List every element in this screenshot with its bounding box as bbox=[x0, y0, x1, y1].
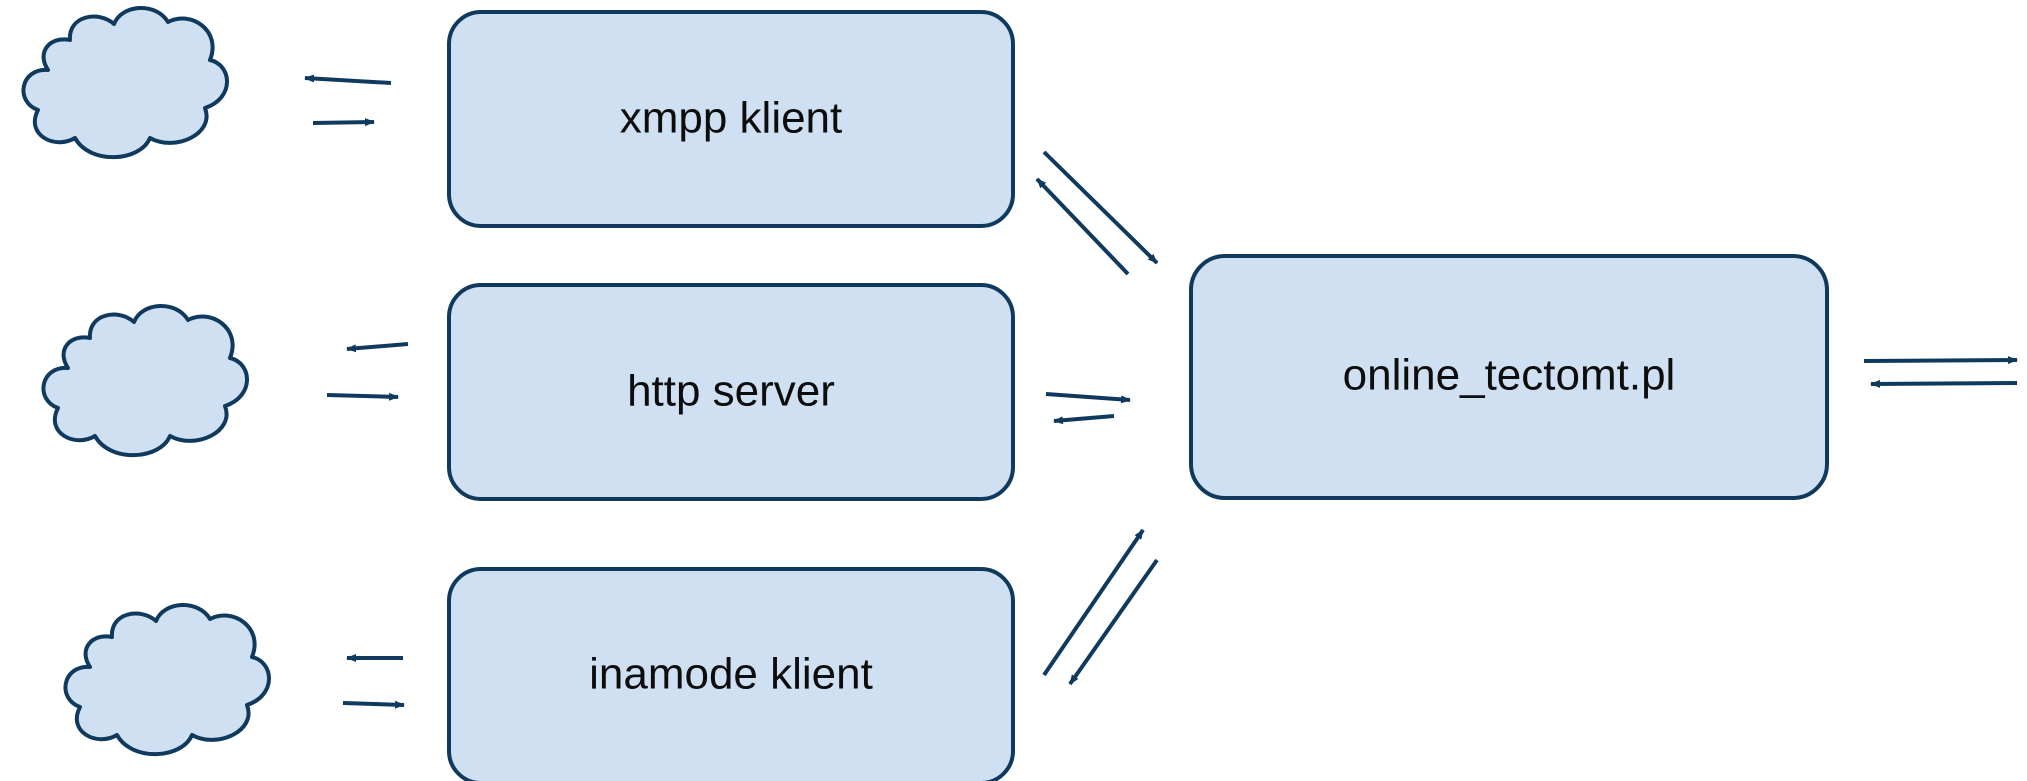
arrow-right-icon bbox=[326, 392, 399, 401]
http-server-label: http server bbox=[627, 367, 835, 416]
online-tectomt-label: online_tectomt.pl bbox=[1343, 351, 1676, 400]
cloud-icon bbox=[21, 6, 229, 160]
cloud-icon bbox=[63, 603, 271, 757]
cloud-http-shape bbox=[41, 304, 249, 458]
http-server-box: http server bbox=[447, 283, 1015, 501]
online-tectomt-rect bbox=[1189, 254, 1829, 500]
cloud-xmpp-shape bbox=[21, 6, 229, 160]
xmpp-klient-rect bbox=[447, 10, 1015, 228]
inamode-klient-box: inamode klient bbox=[447, 567, 1015, 781]
arrow-up-right-icon bbox=[1042, 528, 1145, 677]
arrow-up-left-icon bbox=[1035, 177, 1130, 276]
xmpp-klient-label: xmpp klient bbox=[620, 94, 843, 143]
arrow-right-icon bbox=[1863, 356, 2018, 365]
inamode-klient-label: inamode klient bbox=[589, 650, 873, 699]
http-server-rect bbox=[447, 283, 1015, 501]
arrow-left-icon bbox=[1053, 414, 1115, 425]
arrow-left-icon bbox=[304, 74, 392, 85]
arrow-right-icon bbox=[1045, 392, 1131, 404]
cloud-icon bbox=[41, 304, 249, 458]
arrow-down-left-icon bbox=[1068, 558, 1159, 686]
arrow-left-icon bbox=[1870, 379, 2018, 388]
arrow-right-icon bbox=[342, 700, 405, 709]
arrow-right-icon bbox=[312, 118, 375, 127]
arrow-left-icon bbox=[346, 342, 409, 353]
arrow-down-right-icon bbox=[1042, 150, 1159, 265]
online-tectomt-box: online_tectomt.pl bbox=[1189, 254, 1829, 500]
cloud-inamode-shape bbox=[63, 603, 271, 757]
inamode-klient-rect bbox=[447, 567, 1015, 781]
xmpp-klient-box: xmpp klient bbox=[447, 10, 1015, 228]
